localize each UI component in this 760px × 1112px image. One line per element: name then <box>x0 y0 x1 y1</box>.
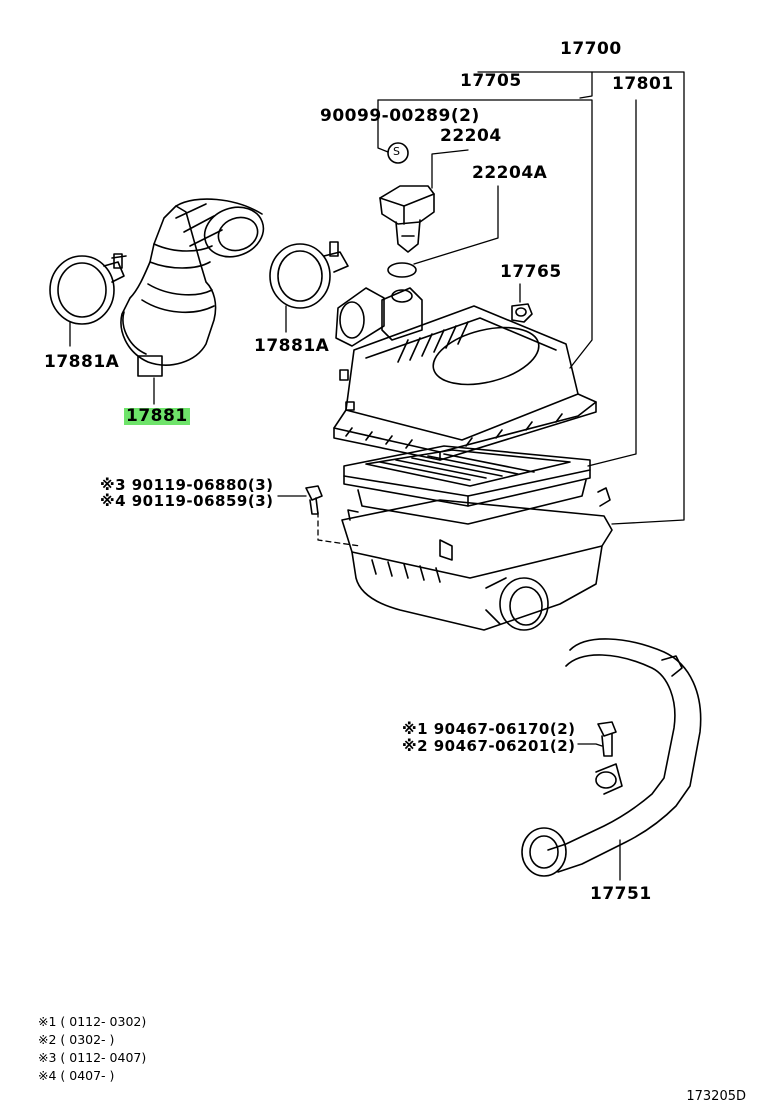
part-label-22204a: 22204A <box>472 163 548 183</box>
part-label-17765: 17765 <box>500 262 562 282</box>
inlet-duct <box>522 639 701 876</box>
part-label-17881a-right: 17881A <box>254 336 330 356</box>
intake-hose <box>121 199 270 376</box>
footnote-3: ※3 ( 0112- 0407) <box>38 1050 147 1065</box>
footnote-4: ※4 ( 0407- ) <box>38 1068 115 1083</box>
part-label-17881-highlighted: 17881 <box>124 406 190 426</box>
o-ring <box>388 263 416 277</box>
hose-clamp-left <box>50 254 126 324</box>
part-label-22204: 22204 <box>440 126 502 146</box>
footnote-1: ※1 ( 0112- 0302) <box>38 1014 147 1029</box>
filter-element <box>344 446 590 524</box>
part-label-17751: 17751 <box>590 884 652 904</box>
part-label-90119-06880: ※3 90119-06880(3) <box>100 476 274 494</box>
part-label-90467-06170: ※1 90467-06170(2) <box>402 720 576 738</box>
part-label-90119-06859: ※4 90119-06859(3) <box>100 492 274 510</box>
part-label-17801: 17801 <box>612 74 674 94</box>
air-cleaner-case <box>342 488 612 630</box>
diagram-code: 173205D <box>686 1089 746 1104</box>
s-symbol-label: S <box>393 145 401 158</box>
part-label-17881a-left: 17881A <box>44 352 120 372</box>
leader-lines <box>70 72 684 880</box>
hose-clamp-right <box>270 242 348 308</box>
grommet <box>512 304 532 322</box>
footnote-2: ※2 ( 0302- ) <box>38 1032 115 1047</box>
part-label-90099: 90099-00289(2) <box>320 106 480 126</box>
inlet-bolt <box>598 722 616 756</box>
case-bolt <box>306 486 322 514</box>
part-label-17705: 17705 <box>460 71 522 91</box>
part-label-17700: 17700 <box>560 39 622 59</box>
air-flow-meter <box>380 186 434 252</box>
part-label-90467-06201: ※2 90467-06201(2) <box>402 737 576 755</box>
s-symbol <box>388 143 408 163</box>
air-cleaner-cap <box>334 288 596 460</box>
